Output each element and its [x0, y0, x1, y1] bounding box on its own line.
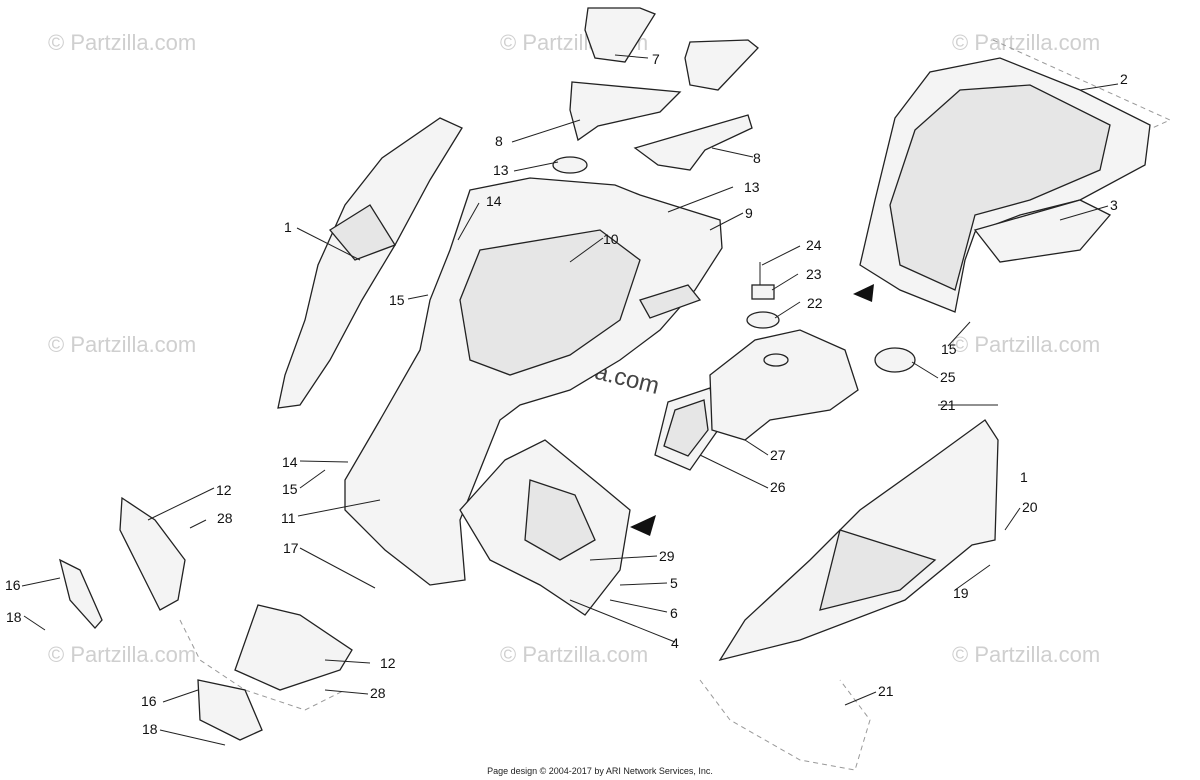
watermark: © Partzilla.com [48, 30, 196, 55]
callout-label[interactable]: 21 [940, 397, 956, 413]
callout-label[interactable]: 1 [1020, 469, 1028, 485]
hose-clamp[interactable] [874, 347, 916, 373]
callout-label[interactable]: 15 [941, 341, 957, 357]
callout-label[interactable]: 22 [807, 295, 823, 311]
watermark: © Partzilla.com [952, 642, 1100, 667]
side-panel-right-ghost [699, 679, 871, 771]
callout-label[interactable]: 3 [1110, 197, 1118, 213]
grille-insert-upper[interactable] [59, 558, 103, 629]
hood-inner [459, 229, 641, 376]
callout-label[interactable]: 10 [603, 231, 619, 247]
callout-label[interactable]: 7 [652, 51, 660, 67]
callout-label[interactable]: 2 [1120, 71, 1128, 87]
lower-vent-lower[interactable] [234, 604, 353, 691]
nose-ghost [179, 619, 346, 711]
air-duct-port [763, 353, 789, 367]
callout-label[interactable]: 9 [745, 205, 753, 221]
vent-grille-right[interactable] [684, 39, 759, 91]
callout-label[interactable]: 15 [389, 292, 405, 308]
air-duct[interactable] [709, 329, 859, 441]
watermark: © Partzilla.com [500, 642, 648, 667]
grommet-left[interactable] [552, 156, 588, 174]
rear-cover-inner [889, 84, 1111, 291]
callout-label[interactable]: 8 [753, 150, 761, 166]
callout-label[interactable]: 20 [1022, 499, 1038, 515]
callout-label[interactable]: 13 [493, 162, 509, 178]
callout-label[interactable]: 6 [670, 605, 678, 621]
watermark: © Partzilla.com [48, 642, 196, 667]
leader-lines [21, 54, 1119, 746]
callout-label[interactable]: 17 [283, 540, 299, 556]
callout-label[interactable]: 19 [953, 585, 969, 601]
callout-label[interactable]: 25 [940, 369, 956, 385]
seal-frame-inner [663, 399, 709, 457]
callout-label[interactable]: 28 [370, 685, 386, 701]
footer-copyright: Page design © 2004-2017 by ARI Network S… [487, 766, 713, 776]
lower-vent-upper[interactable] [119, 496, 186, 611]
callout-label[interactable]: 15 [282, 481, 298, 497]
direction-arrow [630, 515, 656, 536]
watermark: © Partzilla.com [48, 332, 196, 357]
cover-ghost-outline [869, 39, 1172, 256]
callout-label[interactable]: 26 [770, 479, 786, 495]
callout-label[interactable]: 16 [5, 577, 21, 593]
callout-label[interactable]: 24 [806, 237, 822, 253]
callout-label[interactable]: 14 [486, 193, 502, 209]
callout-label[interactable]: 18 [6, 609, 22, 625]
watermark: © Partzilla.com [952, 332, 1100, 357]
callout-label[interactable]: 29 [659, 548, 675, 564]
watermark: © Partzilla.com [952, 30, 1100, 55]
side-panel-right-inner [819, 529, 937, 611]
side-panel-left-inner [329, 204, 396, 261]
grille-insert-lower[interactable] [197, 679, 263, 741]
callout-label[interactable]: 1 [284, 219, 292, 235]
callout-label[interactable]: 5 [670, 575, 678, 591]
callout-label[interactable]: 21 [878, 683, 894, 699]
callout-label[interactable]: 23 [806, 266, 822, 282]
callout-label[interactable]: 4 [671, 635, 679, 651]
callout-label[interactable]: 12 [216, 482, 232, 498]
callout-label[interactable]: 8 [495, 133, 503, 149]
callout-labels: 1 1 2 3 4 5 6 7 8 8 9 10 11 12 12 13 13 … [5, 51, 1128, 737]
nose-insert-opening [524, 479, 596, 561]
gasket[interactable] [746, 311, 780, 329]
direction-arrow [853, 284, 874, 302]
callout-label[interactable]: 18 [142, 721, 158, 737]
vent-duct-right[interactable] [633, 114, 753, 171]
hood-vent-slot [639, 284, 702, 319]
vent-duct-left[interactable] [569, 81, 682, 142]
bracket[interactable] [751, 284, 775, 300]
callout-label[interactable]: 16 [141, 693, 157, 709]
callout-label[interactable]: 11 [281, 510, 296, 526]
callout-label[interactable]: 12 [380, 655, 396, 671]
callout-label[interactable]: 27 [770, 447, 786, 463]
callout-label[interactable]: 14 [282, 454, 298, 470]
callout-label[interactable]: 28 [217, 510, 233, 526]
callout-label[interactable]: 13 [744, 179, 760, 195]
vent-grille-left[interactable] [584, 7, 656, 63]
side-panel-left[interactable] [277, 117, 463, 409]
